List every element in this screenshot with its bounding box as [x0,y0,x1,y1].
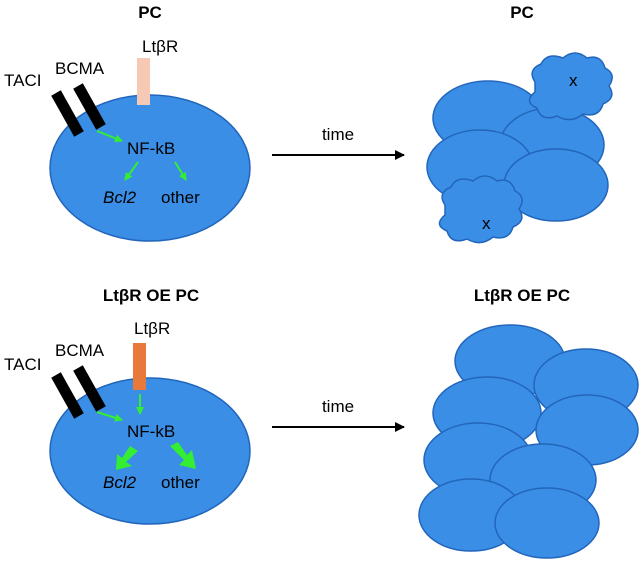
cluster-cell [494,487,600,559]
bottom-ltbr-receptor [133,343,146,390]
top-dying-cell-upper [528,52,613,121]
bottom-left-title: LtβR OE PC [103,286,199,305]
top-time-label: time [322,125,354,144]
top-nfkb-to-other-arrow [174,161,187,181]
bottom-nfkb-label: NF-kB [127,422,175,441]
bottom-panel: LtβR OE PC TACI BCMA LtβR NF-kB Bcl2 oth… [4,286,639,559]
bottom-time-label: time [322,397,354,416]
top-dead-mark-lower: x [482,214,491,233]
top-dead-mark-upper: x [569,71,578,90]
bottom-right-title: LtβR OE PC [474,286,570,305]
top-ltbr-label: LtβR [142,37,178,56]
bottom-bcma-receptor [73,365,106,412]
top-taci-receptor [51,90,84,137]
bottom-nfkb-to-other-arrow [170,442,196,469]
top-left-title: PC [138,3,162,22]
top-ltbr-receptor [137,58,150,105]
top-plasma-cell [49,94,251,242]
bottom-taci-label: TACI [4,355,41,374]
bottom-cell-cluster [418,324,639,559]
bottom-plasma-cell [49,377,251,525]
top-other-label: other [161,188,200,207]
bottom-other-label: other [161,473,200,492]
bottom-ltbr-label: LtβR [134,319,170,338]
top-cell-cluster [426,52,613,244]
top-nfkb-label: NF-kB [127,139,175,158]
bottom-receptor-to-nfkb-arrow [96,411,123,422]
top-taci-label: TACI [4,71,41,90]
top-dying-cell-lower [438,175,523,244]
bottom-bcma-label: BCMA [55,341,105,360]
top-nfkb-to-bcl2-arrow [124,161,139,181]
top-receptor-to-nfkb-arrow [96,130,123,143]
top-panel: PC TACI BCMA LtβR NF-kB Bcl2 other time … [4,3,613,244]
bottom-bcl2-label: Bcl2 [103,473,137,492]
bottom-nfkb-to-bcl2-arrow [116,446,138,470]
top-bcma-receptor [73,83,106,130]
top-right-title: PC [510,3,534,22]
top-bcl2-label: Bcl2 [103,188,137,207]
bottom-taci-receptor [51,372,84,419]
top-bcma-label: BCMA [55,59,105,78]
